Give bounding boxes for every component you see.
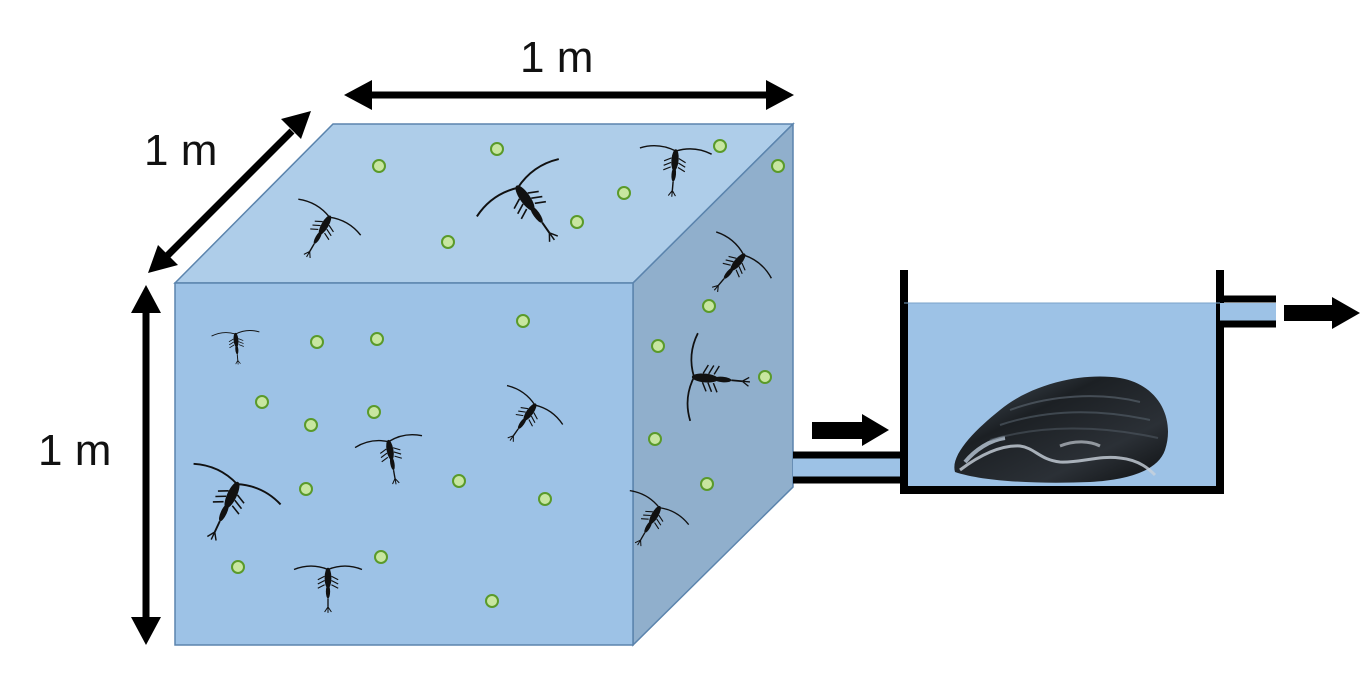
algae-particle-icon bbox=[713, 139, 727, 153]
algae-particle-icon bbox=[372, 159, 386, 173]
outflow-arrow-icon bbox=[1284, 297, 1360, 329]
algae-particle-icon bbox=[374, 550, 388, 564]
algae-particle-icon bbox=[255, 395, 269, 409]
phytoplankton-particles bbox=[231, 139, 785, 608]
outlet-pipe bbox=[1216, 295, 1276, 328]
mussel-icon bbox=[954, 376, 1168, 483]
water-cube bbox=[173, 122, 795, 647]
algae-particle-icon bbox=[617, 186, 631, 200]
height-label: 1 m bbox=[38, 426, 111, 475]
algae-particle-icon bbox=[490, 142, 504, 156]
algae-particle-icon bbox=[702, 299, 716, 313]
algae-particle-icon bbox=[304, 418, 318, 432]
algae-particle-icon bbox=[516, 314, 530, 328]
algae-particle-icon bbox=[485, 594, 499, 608]
depth-label: 1 m bbox=[144, 126, 217, 175]
width-arrow bbox=[344, 80, 794, 110]
algae-particle-icon bbox=[231, 560, 245, 574]
inlet-pipe bbox=[793, 451, 904, 484]
algae-particle-icon bbox=[310, 335, 324, 349]
height-arrow bbox=[131, 285, 161, 645]
algae-particle-icon bbox=[538, 492, 552, 506]
width-label: 1 m bbox=[520, 33, 593, 82]
algae-particle-icon bbox=[651, 339, 665, 353]
depth-arrow bbox=[148, 111, 311, 273]
inflow-arrow-icon bbox=[812, 414, 889, 446]
algae-particle-icon bbox=[441, 235, 455, 249]
algae-particle-icon bbox=[370, 332, 384, 346]
cube-front-face bbox=[174, 282, 634, 646]
algae-particle-icon bbox=[299, 482, 313, 496]
algae-particle-icon bbox=[771, 159, 785, 173]
algae-particle-icon bbox=[452, 474, 466, 488]
algae-particle-icon bbox=[700, 477, 714, 491]
algae-particle-icon bbox=[570, 215, 584, 229]
algae-particle-icon bbox=[758, 370, 772, 384]
algae-particle-icon bbox=[648, 432, 662, 446]
algae-particle-icon bbox=[367, 405, 381, 419]
